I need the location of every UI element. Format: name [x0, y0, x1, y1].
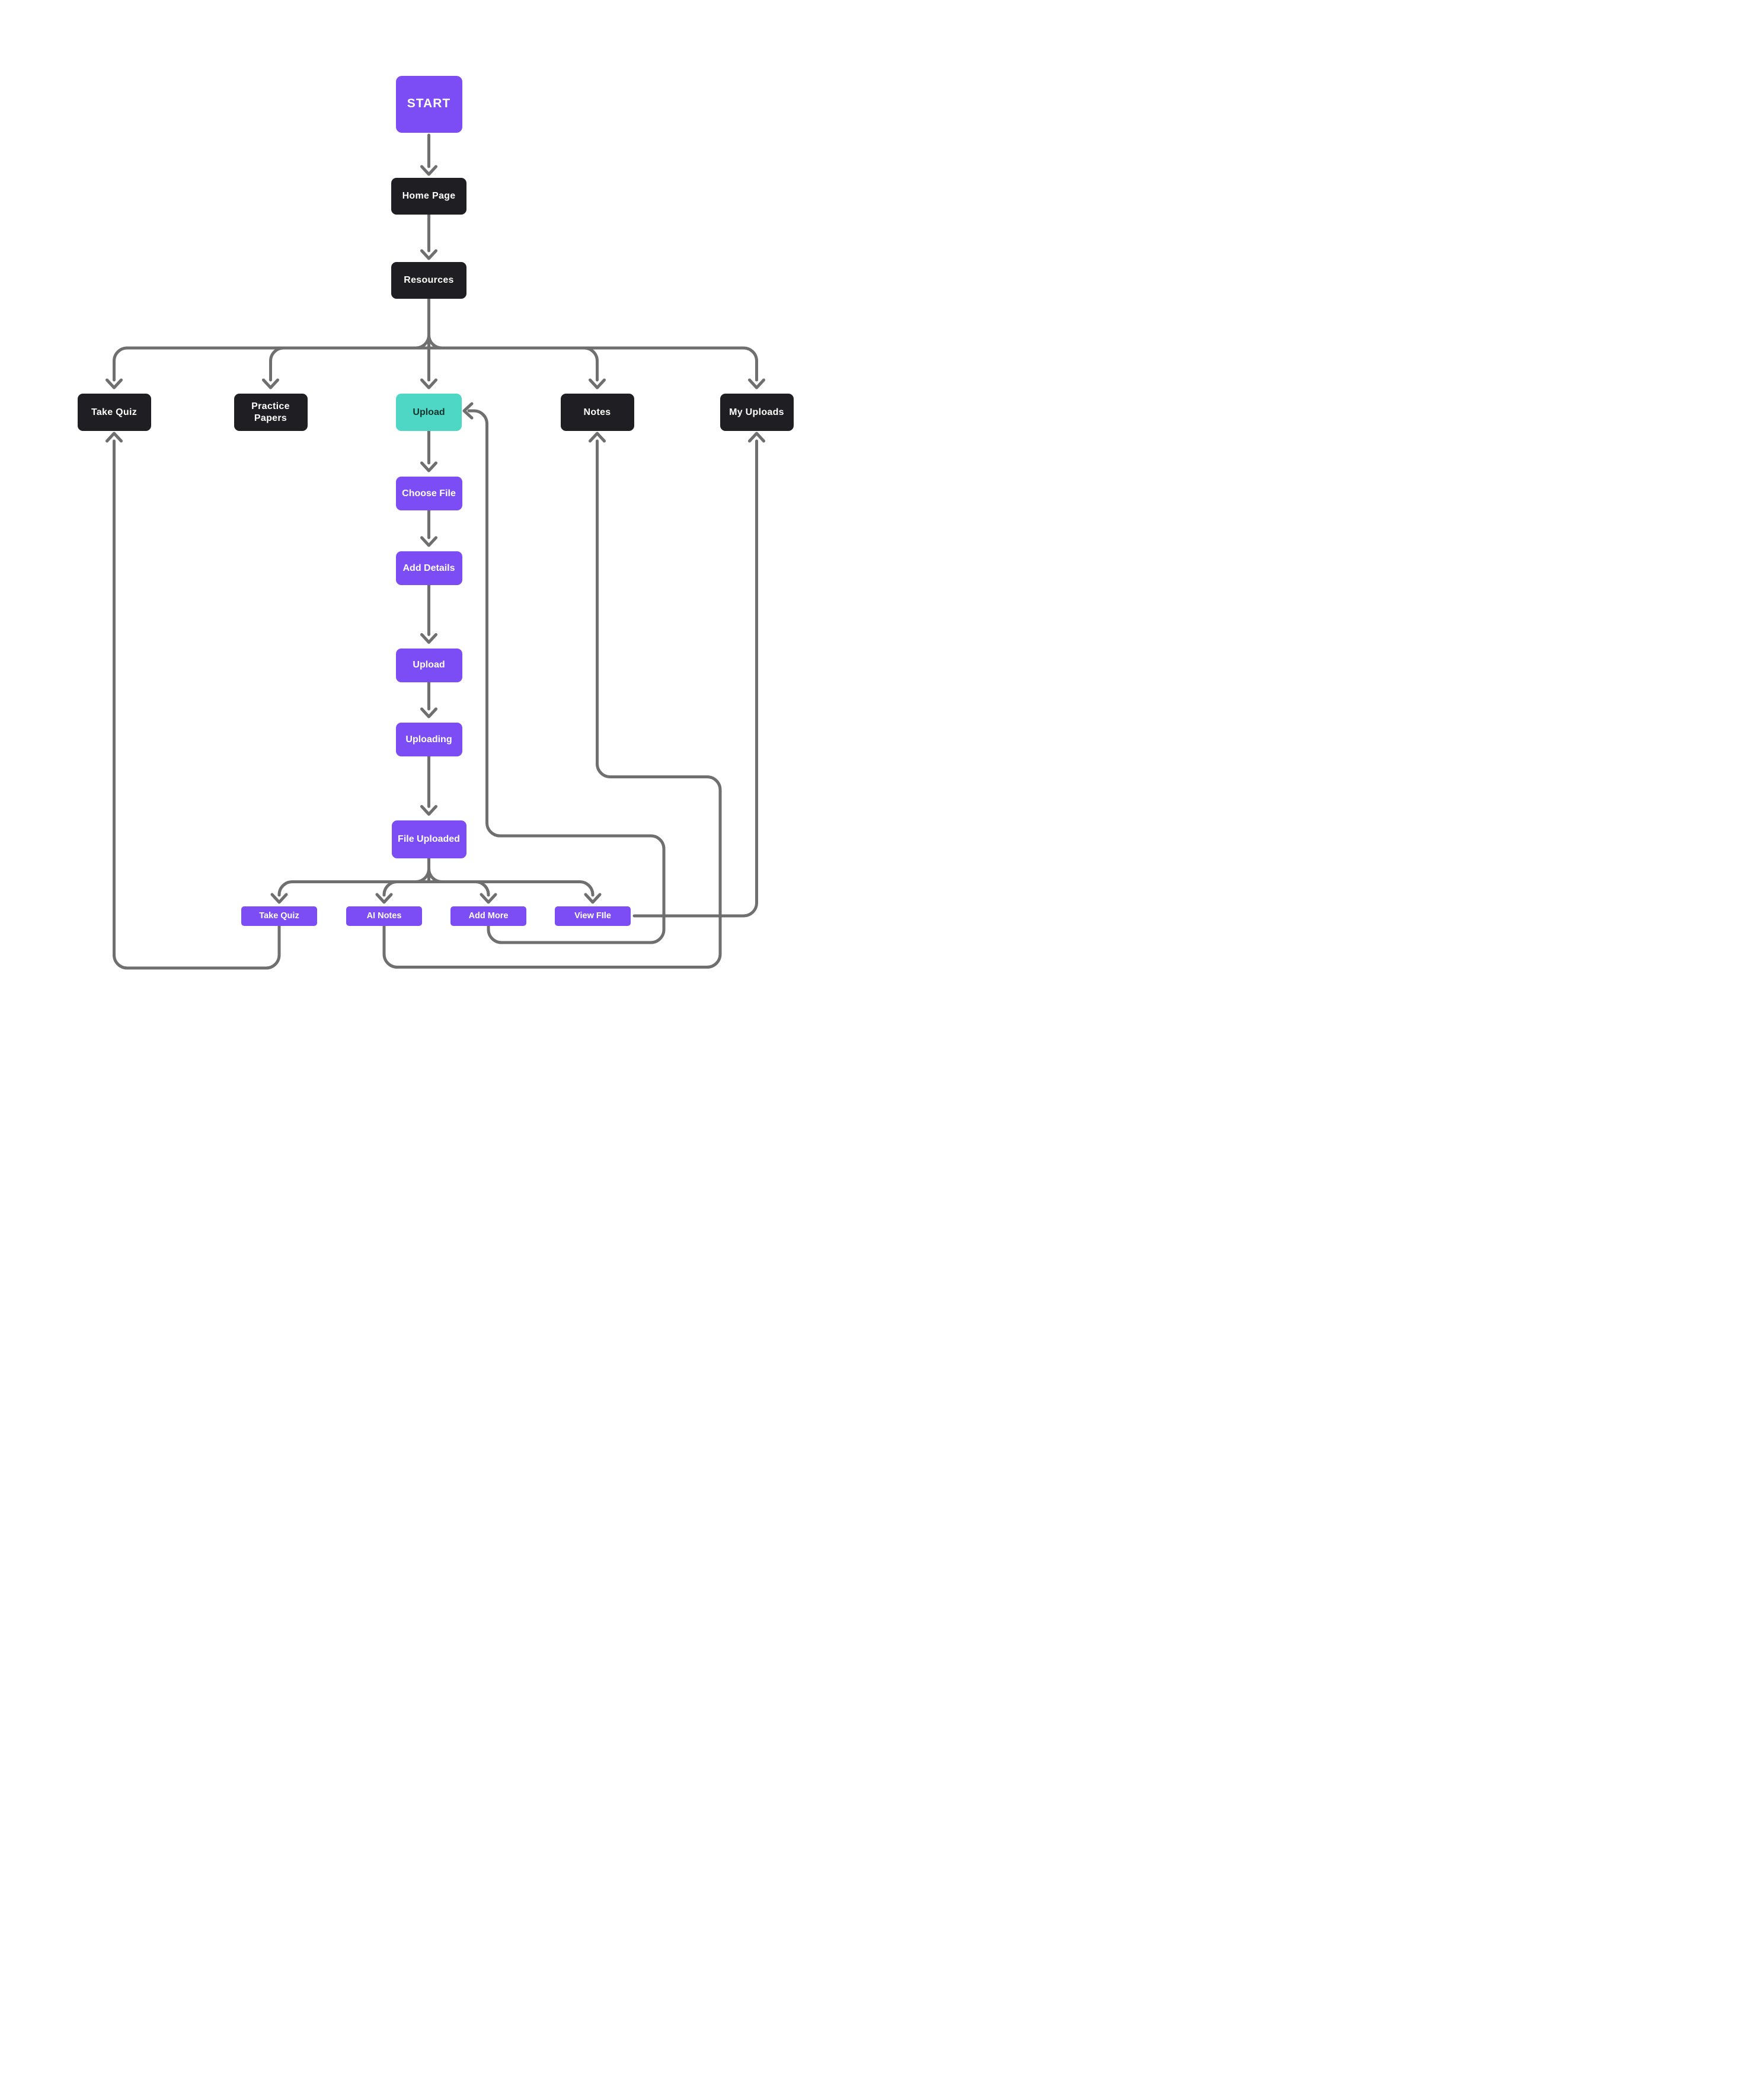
node-upload-label: Upload [413, 407, 445, 417]
node-take-quiz-2: Take Quiz [241, 906, 317, 926]
edge-file-uploaded-fanout-junction [414, 857, 443, 883]
node-add-more: Add More [450, 906, 526, 926]
flowchart-canvas: START Home Page Resources Take Quiz Prac… [0, 0, 882, 1044]
node-ai-notes-label: AI Notes [366, 911, 402, 921]
node-view-file-label: View FIle [574, 911, 611, 921]
arrow-down-icon [375, 893, 393, 904]
edge-start-home-page [420, 133, 437, 176]
arrow-down-icon [589, 378, 606, 389]
node-my-uploads-label: My Uploads [729, 407, 784, 417]
arrow-down-icon [480, 893, 497, 904]
arrow-down-icon [420, 461, 437, 472]
edge-ai-notes-notes [382, 432, 722, 969]
edge-upload-choose-file [420, 429, 437, 472]
arrow-down-icon [420, 536, 437, 547]
edge-resources-notes [583, 346, 606, 389]
node-add-details: Add Details [395, 551, 462, 585]
arrow-down-icon [420, 249, 437, 260]
arrow-down-icon [420, 378, 437, 389]
arrow-up-icon [748, 432, 765, 443]
edge-uploading-file-uploaded [420, 755, 437, 816]
node-upload-action-label: Upload [413, 660, 445, 670]
edge-file-uploaded-view-file [427, 880, 602, 904]
edge-view-file-my-uploads [632, 432, 765, 918]
edge-resources-fanout-junction [414, 297, 443, 350]
node-add-details-label: Add Details [402, 563, 455, 573]
connector-layer [106, 133, 765, 970]
node-file-uploaded-label: File Uploaded [398, 833, 460, 844]
edge-resources-take-quiz [106, 346, 430, 389]
node-upload-action: Upload [395, 648, 462, 682]
node-start: START [395, 75, 462, 133]
node-practice-papers: Practice Papers [234, 394, 308, 431]
node-choose-file: Choose File [395, 477, 462, 510]
node-practice-papers-label: Practice Papers [251, 401, 290, 423]
edge-resources-my-uploads [427, 346, 765, 389]
edge-file-uploaded-add-more [474, 880, 497, 904]
edge-upload-action-uploading [420, 681, 437, 718]
node-take-quiz-label: Take Quiz [91, 407, 138, 417]
node-view-file: View FIle [555, 906, 631, 926]
arrow-down-icon [106, 378, 123, 389]
edge-add-more-upload [462, 402, 666, 944]
node-choose-file-label: Choose File [402, 488, 456, 499]
edge-file-uploaded-ai-notes [375, 880, 399, 904]
arrow-up-icon [106, 432, 123, 443]
arrow-down-icon [420, 805, 437, 816]
edge-file-uploaded-take-quiz-2 [270, 880, 430, 904]
node-my-uploads: My Uploads [720, 394, 794, 431]
arrow-down-icon [420, 633, 437, 644]
arrow-up-icon [589, 432, 606, 443]
arrow-down-icon [270, 893, 288, 904]
node-uploading: Uploading [395, 723, 462, 756]
node-add-more-label: Add More [468, 911, 509, 921]
node-resources: Resources [391, 262, 466, 299]
edge-choose-file-add-details [420, 509, 437, 547]
node-start-label: START [407, 97, 451, 111]
node-uploading-label: Uploading [405, 734, 452, 745]
arrow-down-icon [748, 378, 765, 389]
node-ai-notes: AI Notes [346, 906, 422, 926]
node-upload: Upload [396, 394, 462, 431]
node-home-page: Home Page [391, 178, 466, 215]
node-notes-label: Notes [583, 407, 611, 417]
node-resources-label: Resources [404, 275, 454, 285]
arrow-down-icon [420, 707, 437, 718]
node-file-uploaded: File Uploaded [391, 820, 466, 858]
edge-resources-upload [420, 346, 437, 389]
node-take-quiz-2-label: Take Quiz [259, 911, 299, 921]
edge-add-details-upload-action [420, 583, 437, 644]
arrow-down-icon [584, 893, 602, 904]
node-take-quiz: Take Quiz [77, 394, 151, 431]
arrow-left-icon [462, 402, 474, 420]
node-home-page-label: Home Page [402, 191, 456, 201]
node-notes: Notes [560, 394, 634, 431]
edge-home-page-resources [420, 213, 437, 260]
arrow-down-icon [262, 378, 279, 389]
edge-resources-practice-papers [262, 346, 285, 389]
arrow-down-icon [420, 165, 437, 176]
edge-take-quiz-2-take-quiz [106, 432, 281, 970]
